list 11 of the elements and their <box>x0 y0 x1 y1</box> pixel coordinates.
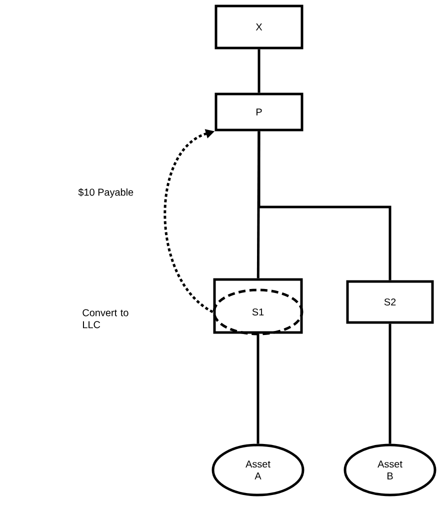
entity-box: X <box>214 4 304 50</box>
note-text: Convert to LLC <box>82 309 128 328</box>
edge-label: $10 Payable <box>78 188 134 198</box>
connector-line <box>256 334 260 444</box>
connector-line <box>258 131 392 280</box>
connector-line <box>256 131 260 278</box>
connector-line <box>258 49 260 93</box>
connector-line <box>388 324 392 444</box>
entity-box: P <box>214 92 304 132</box>
entity-box: S2 <box>346 280 434 324</box>
entity-box <box>213 278 303 334</box>
